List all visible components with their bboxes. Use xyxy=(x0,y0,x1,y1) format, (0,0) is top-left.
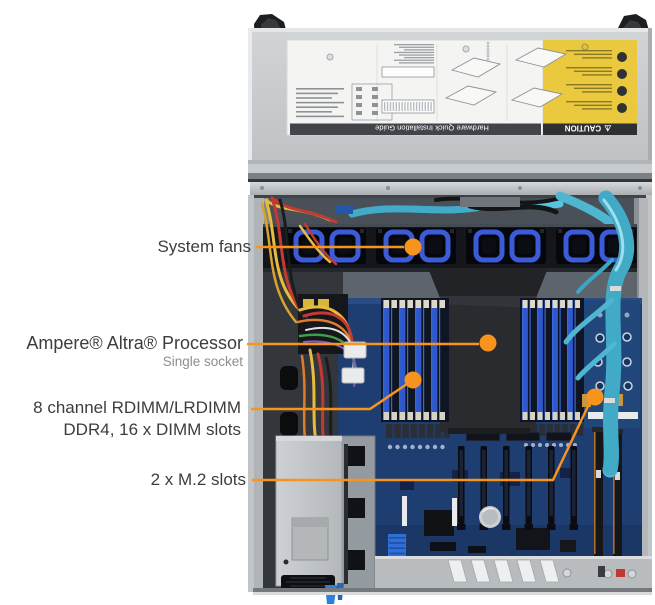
caution-title: ⚠CAUTION xyxy=(564,124,611,133)
psu-cage xyxy=(275,435,376,604)
processor-label: Ampere® Altra® Processor xyxy=(26,333,243,353)
rear-panel xyxy=(253,556,652,595)
front-cable-channel xyxy=(264,191,617,229)
callout-dot-m2 xyxy=(586,388,604,406)
callout-dot-dimm xyxy=(404,371,422,389)
warning-icon: ⚠ xyxy=(604,124,611,133)
dimm-bank-left xyxy=(381,298,449,422)
callout-dot-processor xyxy=(479,334,497,352)
label-system-fans: System fans xyxy=(157,237,251,256)
label-m2: 2 x M.2 slots xyxy=(150,470,246,489)
label-artwork xyxy=(296,41,627,121)
dimm-label-line1: 8 channel RDIMM/LRDIMM xyxy=(33,398,241,417)
fan-bar xyxy=(263,224,637,268)
rear-slot-cutouts xyxy=(447,559,560,583)
dimm-bank-right xyxy=(520,298,584,422)
label-processor: Ampere® Altra® Processor Single socket xyxy=(26,333,243,370)
callouts xyxy=(247,238,604,482)
label-dimm: 8 channel RDIMM/LRDIMM DDR4, 16 x DIMM s… xyxy=(33,397,241,440)
callout-line-m2 xyxy=(252,401,592,482)
warranty-sticker xyxy=(616,569,625,577)
callout-dot-system-fans xyxy=(404,238,422,256)
sas-cables xyxy=(563,190,635,478)
dimm-label-line2: DDR4, 16 x DIMM slots xyxy=(63,419,241,439)
guide-title: Hardware Quick Installation Guide xyxy=(375,124,489,133)
cmos-battery xyxy=(479,506,501,528)
processor-sublabel: Single socket xyxy=(162,354,243,369)
dimm-banks xyxy=(381,298,584,422)
callout-line-dimm xyxy=(251,382,408,411)
pcie-slots xyxy=(457,446,578,530)
quick-install-guide-label: Hardware Quick Installation Guide ⚠CAUTI… xyxy=(286,39,637,136)
